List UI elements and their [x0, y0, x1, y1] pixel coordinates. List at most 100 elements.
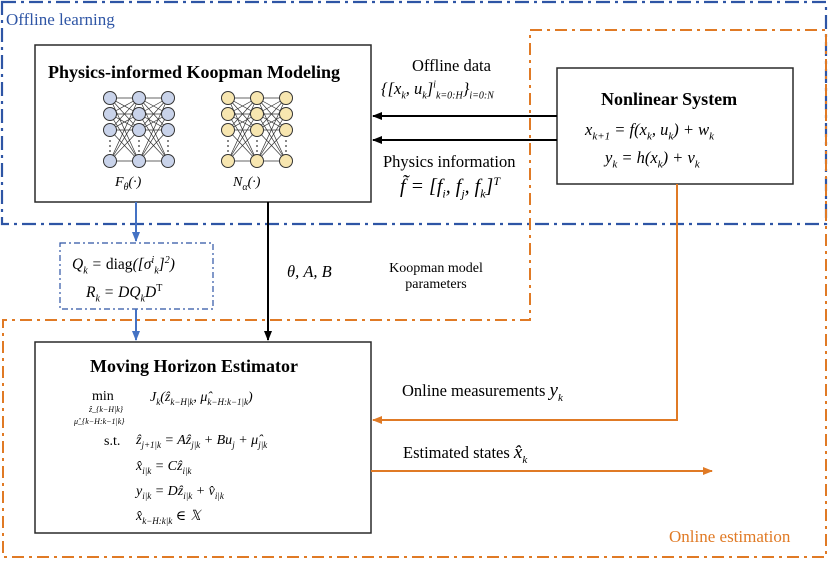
- network-edge: [138, 97, 169, 162]
- network-node-yellow: [221, 91, 235, 105]
- network-edge: [256, 97, 287, 131]
- ellipsis-dot: [109, 150, 111, 152]
- network-edge: [227, 129, 258, 162]
- network-edge: [227, 113, 258, 162]
- mhe-min-sub1: ẑ_{k−H|k}: [89, 405, 123, 414]
- mhe-st: s.t.: [104, 434, 121, 449]
- ellipsis-dot: [256, 150, 258, 152]
- ellipsis-dot: [256, 140, 258, 142]
- covariance-box: [59, 242, 214, 310]
- mhe-box: [34, 341, 372, 534]
- network-edge: [109, 97, 140, 131]
- network-node-yellow: [279, 123, 293, 137]
- network-edge: [227, 97, 258, 162]
- network-node-blue: [103, 123, 117, 137]
- mhe-title: Moving Horizon Estimator: [90, 356, 298, 376]
- params-label-line1: Koopman model: [389, 261, 483, 276]
- ellipsis-dot: [227, 145, 229, 147]
- cov-r-equation: Rk = DQkDT: [86, 283, 163, 305]
- ellipsis-dot: [167, 145, 169, 147]
- koopman-title: Physics-informed Koopman Modeling: [48, 62, 341, 82]
- network-node-yellow: [221, 123, 235, 137]
- network-node-blue: [132, 154, 146, 168]
- mhe-objective: Jk(ẑk−H|k, μ̂k−H:k−1|k): [150, 390, 253, 407]
- network-node-yellow: [250, 154, 264, 168]
- network-node-blue: [161, 123, 175, 137]
- network-edge: [227, 97, 258, 131]
- koopman-box: [34, 44, 372, 203]
- ellipsis-dot: [138, 145, 140, 147]
- physics-info-math: f̃ = [fi, fj, fk]T: [400, 174, 501, 201]
- ellipsis-dot: [138, 150, 140, 152]
- ellipsis-dot: [285, 145, 287, 147]
- ellipsis-dot: [167, 140, 169, 142]
- ellipsis-dot: [167, 150, 169, 152]
- system-state-equation: xk+1 = f(xk, uk) + wk: [585, 120, 714, 143]
- offline-region-label: Offline learning: [6, 10, 115, 29]
- system-output-equation: yk = h(xk) + vk: [605, 148, 700, 171]
- network-node-blue: [161, 91, 175, 105]
- network-edge: [256, 97, 287, 162]
- online-region-border: [2, 29, 827, 558]
- network-node-yellow: [279, 154, 293, 168]
- network-edge: [138, 113, 169, 162]
- cov-q-equation: Qk = diag([σik]2): [72, 255, 175, 277]
- network-node-yellow: [250, 91, 264, 105]
- network-node-yellow: [250, 107, 264, 121]
- offline-data-math: {[xk, uk]ik=0:H}i=0:N: [381, 79, 494, 102]
- network-edge: [109, 129, 140, 162]
- f-theta-label: Fθ(·): [115, 175, 142, 193]
- network-node-blue: [103, 91, 117, 105]
- ellipsis-dot: [109, 145, 111, 147]
- ellipsis-dot: [256, 145, 258, 147]
- offline-region-border: [0, 0, 828, 226]
- network-node-yellow: [279, 107, 293, 121]
- online-measurements-text: Online measurements: [402, 381, 546, 400]
- ellipsis-dot: [109, 140, 111, 142]
- network-edge: [138, 129, 169, 162]
- mhe-min: min: [92, 389, 114, 404]
- network-node-blue: [103, 107, 117, 121]
- online-measurements-arrow: [372, 184, 678, 424]
- ellipsis-dot: [285, 150, 287, 152]
- mhe-min-sub2: μ̂_{k−H:k−1|k}: [74, 417, 125, 426]
- offline-data-label: Offline data: [412, 56, 491, 75]
- neural-network-n-alpha: [221, 91, 293, 168]
- ellipsis-dot: [285, 140, 287, 142]
- estimated-states-label: Estimated states x̂k: [403, 442, 528, 466]
- params-label-line2: parameters: [405, 277, 467, 292]
- neural-network-f-theta: [103, 91, 175, 168]
- physics-info-label: Physics information: [383, 152, 516, 171]
- network-node-blue: [132, 123, 146, 137]
- network-node-blue: [161, 107, 175, 121]
- network-edge: [109, 97, 140, 162]
- ellipsis-dot: [138, 140, 140, 142]
- ellipsis-dot: [227, 150, 229, 152]
- online-measurements-label: Online measurements yk: [402, 380, 563, 404]
- system-box: [556, 67, 794, 185]
- system-title: Nonlinear System: [601, 89, 738, 109]
- network-edge: [109, 113, 140, 162]
- params-math: θ, A, B: [287, 262, 332, 281]
- network-node-yellow: [250, 123, 264, 137]
- mhe-constraint-dynamics: ẑj+1|k = Aẑj|k + Buj + μ̂j|k: [136, 433, 268, 450]
- network-node-blue: [132, 107, 146, 121]
- ellipsis-dot: [227, 140, 229, 142]
- mhe-constraint-output: yi|k = Dẑi|k + v̂i|k: [136, 484, 224, 501]
- network-edge: [256, 113, 287, 162]
- mhe-constraint-state: x̂i|k = Cẑi|k: [136, 459, 192, 476]
- network-node-yellow: [221, 154, 235, 168]
- mhe-constraint-bounds: x̂k−H:k|k ∈ 𝕏: [136, 509, 201, 526]
- network-node-blue: [103, 154, 117, 168]
- network-node-blue: [161, 154, 175, 168]
- network-node-yellow: [221, 107, 235, 121]
- online-region-label: Online estimation: [669, 527, 791, 546]
- n-alpha-label: Nα(·): [233, 175, 261, 193]
- network-edge: [138, 97, 169, 131]
- network-edge: [256, 129, 287, 162]
- estimated-states-text: Estimated states: [403, 443, 510, 462]
- params-label: Koopman model parameters: [376, 261, 496, 293]
- network-node-yellow: [279, 91, 293, 105]
